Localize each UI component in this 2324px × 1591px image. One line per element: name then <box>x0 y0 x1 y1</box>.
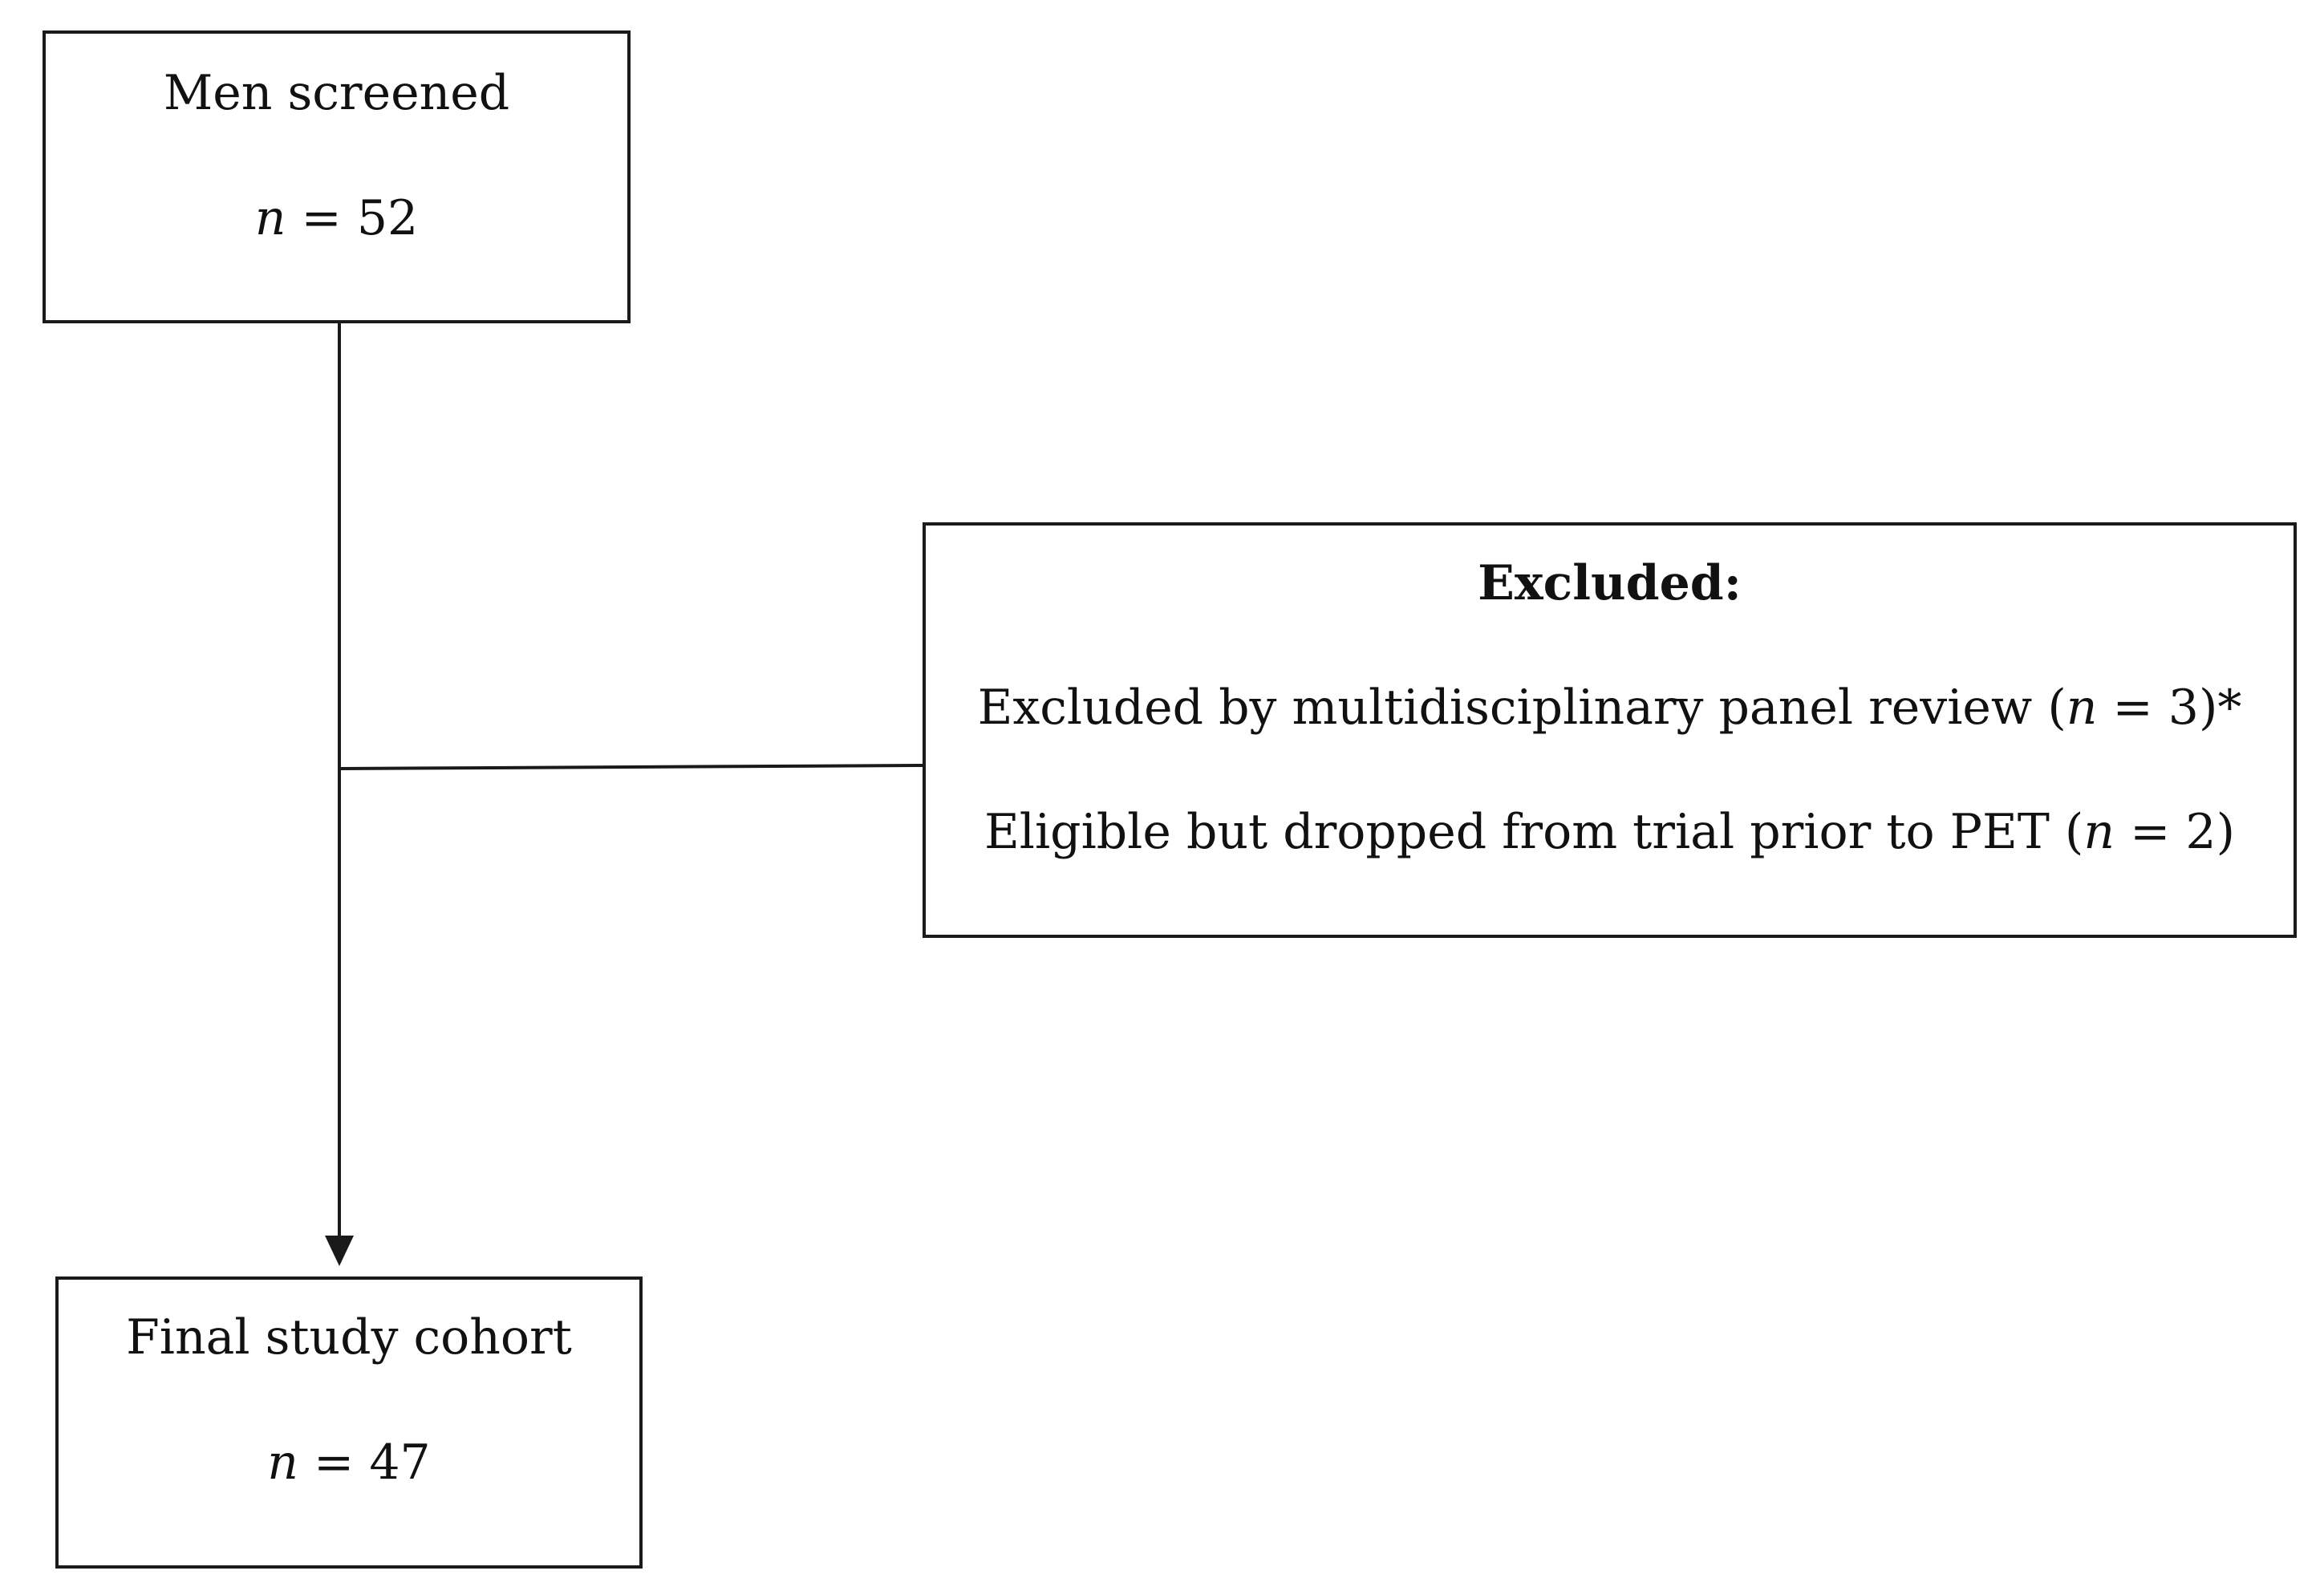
screened-title: Men screened <box>163 65 510 121</box>
final-cohort-title: Final study cohort <box>126 1309 572 1366</box>
final-cohort-box: Final study cohort n = 47 <box>55 1276 643 1569</box>
final-count-value: = 47 <box>298 1435 431 1491</box>
reason1-value: = 3)* <box>2097 680 2242 736</box>
arrowhead-down-icon <box>325 1236 354 1266</box>
final-cohort-count: n = 47 <box>59 1439 639 1487</box>
screened-count: n = 52 <box>46 194 627 242</box>
reason2-text: Eligible but dropped from trial prior to… <box>984 804 2084 860</box>
exclusion-branch-line <box>339 764 923 770</box>
final-count-variable: n <box>267 1435 298 1491</box>
screened-count-variable: n <box>254 190 286 246</box>
reason2-value: = 2) <box>2115 804 2235 860</box>
reason2-variable: n <box>2083 804 2115 860</box>
screened-box: Men screened n = 52 <box>43 30 631 323</box>
excluded-reason-dropped: Eligible but dropped from trial prior to… <box>926 808 2294 856</box>
reason1-text: Excluded by multidisciplinary panel revi… <box>977 680 2066 736</box>
screened-count-value: = 52 <box>286 190 419 246</box>
reason1-variable: n <box>2066 680 2098 736</box>
excluded-title: Excluded: <box>1478 555 1742 611</box>
excluded-reason-panel-review: Excluded by multidisciplinary panel revi… <box>926 684 2294 732</box>
excluded-box: Excluded: Excluded by multidisciplinary … <box>923 522 2297 938</box>
